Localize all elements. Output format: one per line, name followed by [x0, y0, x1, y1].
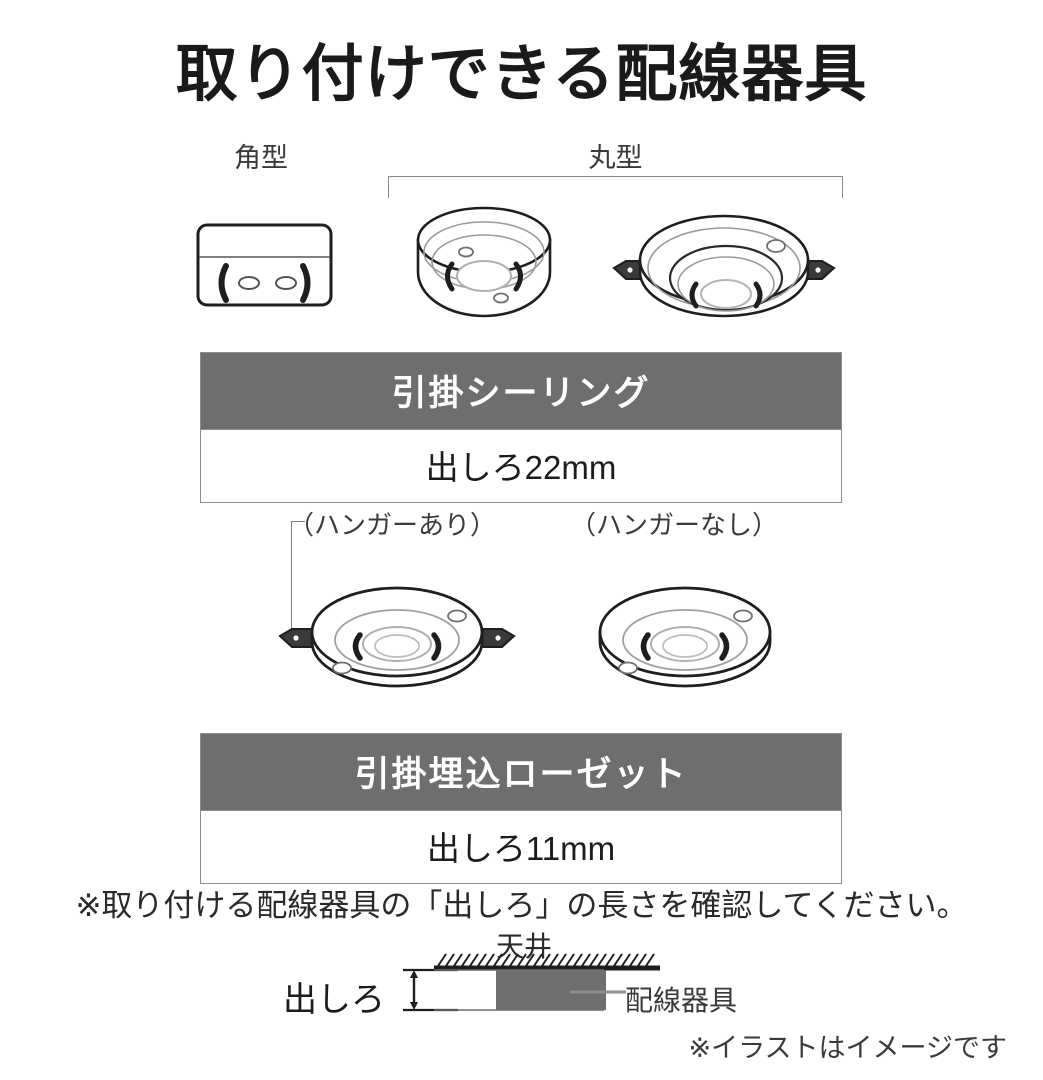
- spec-header-label: 引掛シーリング: [200, 352, 842, 429]
- illustration-flat-rosette-no-hanger: [580, 560, 790, 710]
- dimension-arrow: [410, 970, 418, 1010]
- square-rose-svg: [196, 223, 333, 307]
- wiring-device-block: [496, 970, 606, 1010]
- round-type-bracket: [388, 176, 843, 198]
- illustration-square-ceiling-rose: [193, 212, 343, 317]
- label-wiring-device: 配線器具: [625, 985, 738, 1016]
- flat-rosette-hanger-svg: [278, 586, 516, 688]
- label-without-hanger: （ハンガーなし）: [570, 510, 779, 540]
- illustration-round-ceiling-rose: [404, 200, 564, 328]
- section-diagram-illustration: [398, 948, 728, 1028]
- spec-header-label: 引掛埋込ローゼット: [200, 733, 842, 810]
- note-illustration-disclaimer: ※イラストはイメージです: [688, 1033, 1007, 1063]
- section-diagram-svg: [403, 953, 660, 1012]
- spec-value-label: 出しろ11mm: [200, 810, 842, 884]
- round-rose-svg: [416, 206, 552, 318]
- page-title: 取り付けできる配線器具: [175, 40, 868, 109]
- hanger-leader-line: [291, 521, 305, 639]
- round-rose-hanger-svg: [612, 214, 836, 318]
- ceiling-hatching: [437, 953, 655, 967]
- label-protrusion: 出しろ: [283, 981, 385, 1019]
- label-round-type: 丸型: [588, 143, 643, 173]
- illustration-round-rose-with-hanger: [604, 198, 844, 330]
- illustration-flat-rosette-with-hanger: [272, 560, 522, 710]
- spec-table-hikkake-rosette: 引掛埋込ローゼット 出しろ11mm: [200, 733, 842, 884]
- spec-table-hikkake-ceiling: 引掛シーリング 出しろ22mm: [200, 352, 842, 503]
- spec-value-label: 出しろ22mm: [200, 429, 842, 503]
- note-check-protrusion: ※取り付ける配線器具の「出しろ」の長さを確認してください。: [75, 888, 968, 923]
- label-square-type: 角型: [234, 143, 288, 173]
- flat-rosette-svg: [598, 586, 772, 688]
- label-with-hanger: （ハンガーあり）: [288, 510, 497, 540]
